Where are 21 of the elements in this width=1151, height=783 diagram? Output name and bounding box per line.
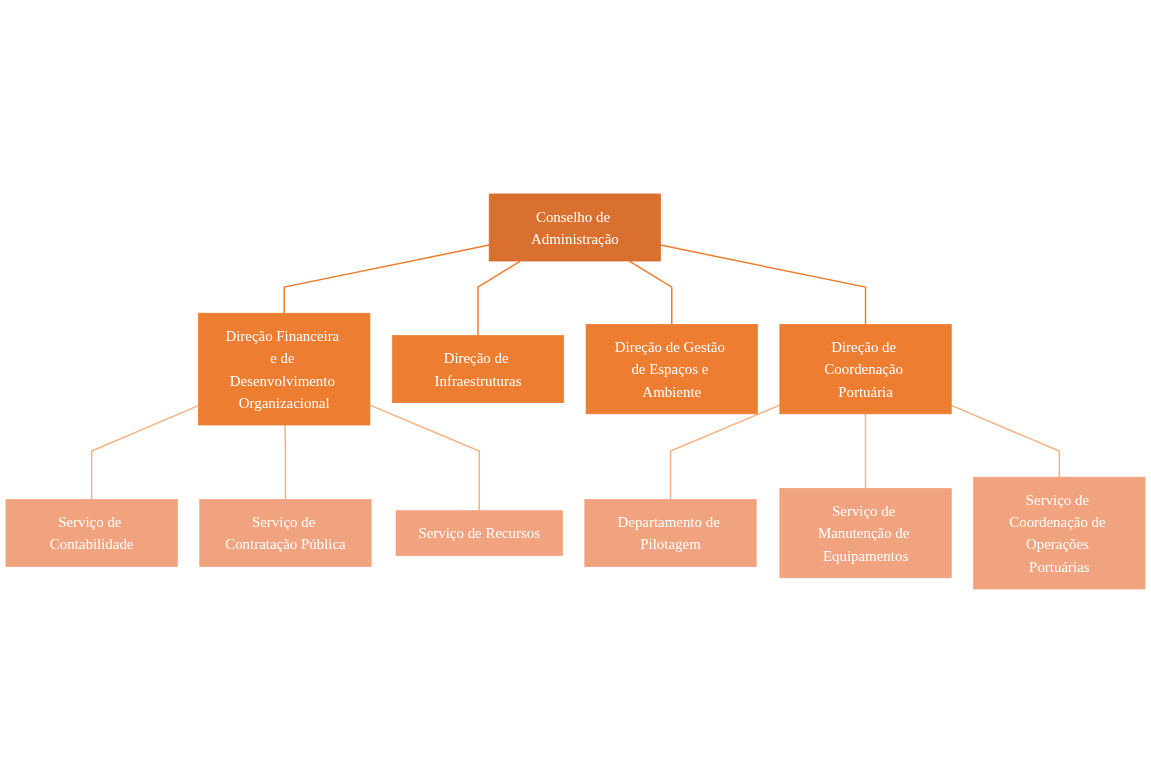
node-box: Conselho de Administração bbox=[488, 193, 661, 262]
node-box: Departamento de Pilotagem bbox=[584, 499, 757, 568]
connector bbox=[669, 404, 781, 501]
connector bbox=[90, 404, 200, 501]
connector bbox=[477, 260, 522, 337]
connector bbox=[369, 404, 480, 512]
connector bbox=[284, 424, 287, 501]
node-box: Serviço de Coordenação de Operações Portuárias bbox=[973, 476, 1146, 590]
node-box: Serviço de Contratação Pública bbox=[199, 499, 372, 568]
node-box: Serviço de Contabilidade bbox=[5, 499, 178, 568]
connector bbox=[950, 404, 1061, 478]
node-box: Direção de Infraestruturas bbox=[391, 335, 565, 404]
node-box: Serviço de Recursos bbox=[395, 510, 563, 556]
connector bbox=[283, 244, 490, 314]
node-box: Serviço de Manutenção de Equipamentos bbox=[779, 488, 952, 579]
node-box: Direção de Gestão de Espaços e Ambiente bbox=[585, 324, 758, 415]
node-box: Direção Financeira e de Desenvolvimento Organizacional bbox=[198, 312, 371, 426]
connector bbox=[659, 244, 867, 326]
node-box: Direção de Coordenação Portuária bbox=[779, 324, 952, 415]
connector bbox=[864, 413, 867, 490]
connector bbox=[628, 260, 673, 326]
